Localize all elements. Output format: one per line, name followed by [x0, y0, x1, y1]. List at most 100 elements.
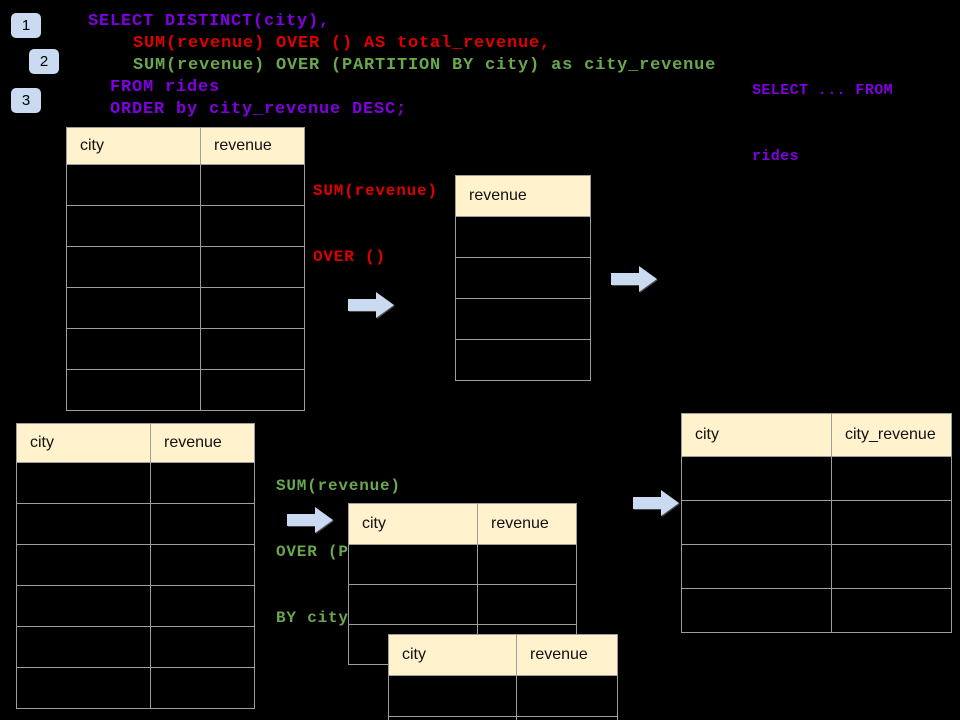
- table-cell: [388, 675, 517, 717]
- table-cell: [16, 544, 151, 586]
- table-cell: [200, 246, 305, 288]
- table-cell: [681, 588, 832, 633]
- flow-arrow-right-icon: [348, 292, 394, 318]
- table-cell: [516, 675, 618, 717]
- table-cell: [66, 246, 201, 288]
- column-header-city: city: [348, 503, 478, 545]
- column-header-revenue: revenue: [455, 175, 591, 217]
- table-row: [388, 675, 618, 717]
- side-note-select-from-rides: SELECT ... FROM rides: [752, 36, 893, 212]
- table-row: [388, 716, 618, 720]
- table-cell: [348, 584, 478, 625]
- table-row: [66, 246, 305, 288]
- table-row: [66, 205, 305, 247]
- table-row: [16, 544, 255, 586]
- table-cell: [150, 462, 255, 504]
- table-cell: [150, 667, 255, 709]
- sql-line-order-by: ORDER by city_revenue DESC;: [110, 100, 408, 119]
- column-header-city: city: [681, 413, 832, 457]
- sql-line-sum-partition: SUM(revenue) OVER (PARTITION BY city) as…: [133, 56, 717, 75]
- table-cell: [455, 298, 591, 340]
- table-cell: [477, 544, 577, 585]
- table-row: [66, 328, 305, 370]
- table-cell: [150, 503, 255, 545]
- table-cell: [16, 667, 151, 709]
- annotation-total-revenue: SUM(revenue) OVER (): [313, 136, 438, 312]
- annotation-line: OVER (): [313, 248, 386, 266]
- table-cell: [477, 584, 577, 625]
- column-header-revenue: revenue: [200, 127, 305, 165]
- column-header-city: city: [388, 634, 517, 676]
- table-cell: [455, 216, 591, 258]
- table-cell: [16, 626, 151, 668]
- table-cell: [388, 716, 517, 720]
- table-row: [66, 164, 305, 206]
- table-row: [455, 298, 591, 340]
- column-header-city: city: [66, 127, 201, 165]
- table-row: [681, 500, 952, 545]
- table-cell: [200, 369, 305, 411]
- table-cell: [200, 164, 305, 206]
- step-badge-1: 1: [11, 13, 41, 38]
- sql-line-select: SELECT DISTINCT(city),: [88, 12, 331, 31]
- table-row: [348, 584, 577, 625]
- column-header-revenue: revenue: [516, 634, 618, 676]
- table-cell: [831, 456, 952, 501]
- table-row: [16, 503, 255, 545]
- column-header-city_revenue: city_revenue: [831, 413, 952, 457]
- table-row: [455, 339, 591, 381]
- table-cell: [200, 287, 305, 329]
- table-total-revenue-result: revenue: [455, 175, 591, 381]
- table-cell: [16, 503, 151, 545]
- table-cell: [16, 585, 151, 627]
- table-row: [66, 369, 305, 411]
- table-row: [16, 667, 255, 709]
- annotation-line: SUM(revenue): [313, 182, 438, 200]
- table-row: [16, 585, 255, 627]
- flow-arrow-right-icon: [611, 266, 657, 292]
- annotation-line: BY city): [276, 609, 360, 627]
- table-row: [681, 544, 952, 589]
- side-note-line: rides: [752, 148, 800, 165]
- table-row: [681, 456, 952, 501]
- table-cell: [16, 462, 151, 504]
- table-cell: [150, 626, 255, 668]
- table-cell: [66, 287, 201, 329]
- table-cell: [831, 544, 952, 589]
- table-cell: [455, 339, 591, 381]
- table-row: [66, 287, 305, 329]
- table-row: [16, 462, 255, 504]
- table-row: [455, 257, 591, 299]
- table-cell: [66, 205, 201, 247]
- column-header-city: city: [16, 423, 151, 463]
- table-cell: [681, 456, 832, 501]
- table-cell: [150, 544, 255, 586]
- table-row: [681, 588, 952, 633]
- table-row: [455, 216, 591, 258]
- sql-line-from: FROM rides: [110, 78, 221, 97]
- column-header-revenue: revenue: [477, 503, 577, 545]
- table-cell: [66, 328, 201, 370]
- table-cell: [200, 205, 305, 247]
- table-cell: [66, 369, 201, 411]
- table-cell: [831, 500, 952, 545]
- step-badge-3: 3: [11, 88, 41, 113]
- flow-arrow-right-icon: [287, 507, 333, 533]
- table-cell: [681, 500, 832, 545]
- table-row: [348, 544, 577, 585]
- table-cell: [516, 716, 618, 720]
- table-cell: [348, 544, 478, 585]
- table-cell: [455, 257, 591, 299]
- table-cell: [831, 588, 952, 633]
- sql-line-sum-over: SUM(revenue) OVER () AS total_revenue,: [133, 34, 552, 53]
